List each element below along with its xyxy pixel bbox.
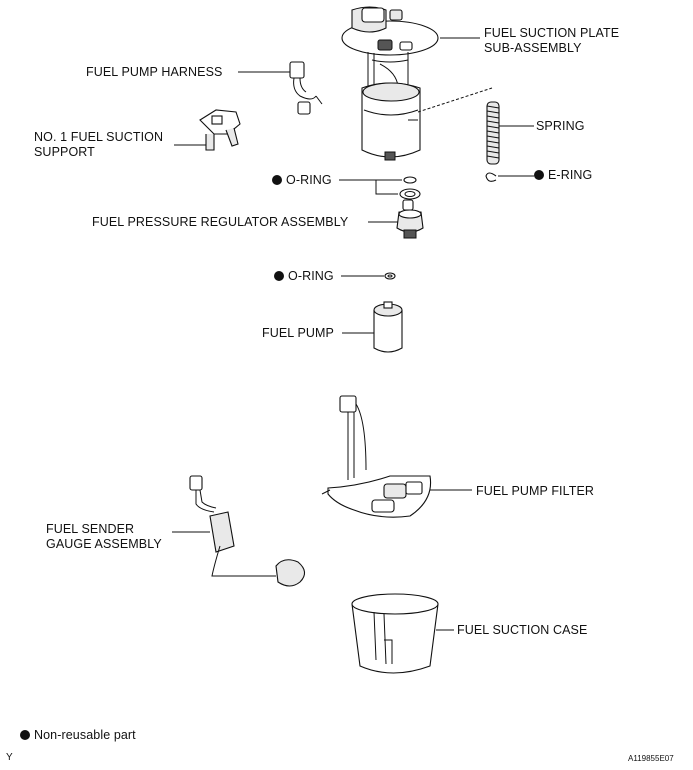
leader-lines <box>172 37 534 631</box>
no1-fuel-suction-support-part <box>199 109 241 151</box>
label-no1-suction-support-line2: SUPPORT <box>34 145 95 159</box>
fuel-pressure-regulator-part <box>396 199 424 239</box>
label-fuel-suction-plate: FUEL SUCTION PLATE SUB-ASSEMBLY <box>484 26 619 56</box>
label-o-ring-lower-text: O-RING <box>288 269 334 283</box>
fuel-suction-plate-part <box>341 6 493 161</box>
footer-corner-letter: Y <box>6 752 13 763</box>
spring-part <box>486 101 500 165</box>
label-e-ring: E-RING <box>534 168 592 183</box>
label-spring: SPRING <box>536 119 585 133</box>
non-reusable-dot-icon <box>20 730 30 740</box>
legend-non-reusable: Non-reusable part <box>20 728 136 743</box>
label-fuel-pump-filter: FUEL PUMP FILTER <box>476 484 595 498</box>
label-fuel-pump-harness: FUEL PUMP HARNESS <box>86 65 223 79</box>
footer-figure-code: A119855E07 <box>628 754 674 763</box>
fuel-pump-part <box>373 301 403 353</box>
label-e-ring-text: E-RING <box>548 168 593 182</box>
non-reusable-dot-icon <box>272 175 282 185</box>
label-fuel-pump: FUEL PUMP <box>262 326 334 340</box>
label-fuel-suction-case: FUEL SUCTION CASE <box>457 623 588 637</box>
non-reusable-dot-icon <box>534 170 544 180</box>
label-fuel-sender-gauge: FUEL SENDER GAUGE ASSEMBLY <box>46 522 162 552</box>
label-o-ring-lower: O-RING <box>274 269 334 284</box>
o-ring-lower-part <box>384 272 396 280</box>
label-fuel-sender-line1: FUEL SENDER <box>46 522 135 536</box>
legend-non-reusable-text: Non-reusable part <box>34 728 136 742</box>
label-fuel-sender-line2: GAUGE ASSEMBLY <box>46 537 162 551</box>
label-o-ring-upper-text: O-RING <box>286 173 332 187</box>
label-fuel-suction-plate-line2: SUB-ASSEMBLY <box>484 41 582 55</box>
e-ring-part <box>485 172 497 182</box>
label-no1-fuel-suction-support: NO. 1 FUEL SUCTION SUPPORT <box>34 130 163 160</box>
o-ring-upper-part <box>399 176 421 200</box>
label-fuel-pressure-regulator: FUEL PRESSURE REGULATOR ASSEMBLY <box>92 215 349 229</box>
fuel-pump-filter-part <box>321 395 432 518</box>
label-o-ring-upper: O-RING <box>272 173 332 188</box>
non-reusable-dot-icon <box>274 271 284 281</box>
label-no1-suction-support-line1: NO. 1 FUEL SUCTION <box>34 130 164 144</box>
label-fuel-suction-plate-line1: FUEL SUCTION PLATE <box>484 26 620 40</box>
fuel-pump-harness-part <box>289 61 323 115</box>
fuel-sender-gauge-part <box>189 475 306 587</box>
fuel-suction-case-part <box>351 593 439 674</box>
